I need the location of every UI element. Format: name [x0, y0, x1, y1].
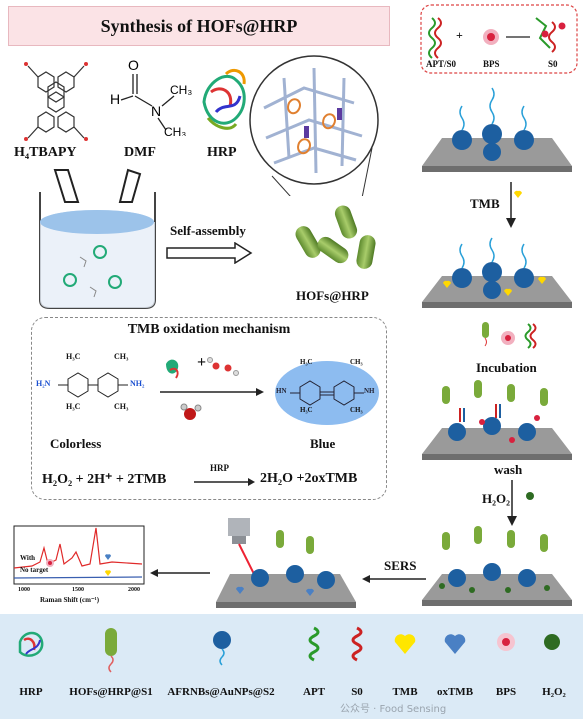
oxtmb-nh: NH — [364, 387, 375, 395]
wash-label: wash — [494, 462, 523, 477]
spectrum-no-target-label: No target — [20, 566, 49, 574]
dmf-structure: O H N CH₃ CH₃ — [110, 57, 192, 136]
bps-label: BPS — [483, 59, 500, 69]
legend-hofs-label: HOFs@HRP@S1 — [69, 686, 153, 698]
plate-step1 — [422, 87, 572, 172]
svg-text:CH₃: CH₃ — [170, 83, 192, 97]
dmf-label: DMF — [124, 145, 156, 160]
legend-s0-icon — [351, 626, 363, 662]
tmb-mechanism-panel: TMB oxidation mechanism H₃C CH₃ H₃C CH₃ … — [31, 317, 387, 500]
legend-h2o2-icon — [544, 634, 560, 650]
mechanism-plus: + — [197, 354, 207, 371]
equation-left: H₂O₂ + 2H⁺ + 2TMB — [42, 472, 167, 487]
legend-hrp-icon — [18, 631, 44, 657]
equation-arrow — [194, 478, 255, 486]
spectrum-tick-2000: 2000 — [128, 587, 140, 593]
incubation-arrow — [482, 322, 537, 349]
self-assembly-arrow — [166, 242, 253, 264]
equation-catalyst: HRP — [210, 463, 229, 473]
oxtmb-ch3-bottom: CH₃ — [350, 406, 363, 414]
legend-apt-label: APT — [303, 686, 325, 698]
svg-text:N: N — [151, 103, 161, 119]
legend-tmb-icon — [394, 634, 416, 654]
spectrum-with-label: With — [20, 554, 36, 562]
legend-apt-icon — [308, 626, 320, 662]
plate-step3 — [422, 380, 572, 460]
reaction-beaker — [39, 168, 156, 309]
tmb-step-arrow — [506, 182, 522, 228]
equation-right: 2H₂O +2oxTMB — [260, 471, 358, 486]
plate-step2 — [422, 237, 572, 308]
svg-text:CH₃: CH₃ — [164, 125, 186, 136]
tmb-h3c-bottom: H₃C — [66, 402, 81, 411]
self-assembly-label: Self-assembly — [170, 223, 246, 238]
tmb-h2n: H₂N — [36, 379, 51, 388]
legend-oxtmb-icon — [444, 634, 466, 654]
h2o2-step-arrow — [507, 480, 534, 526]
hofs-hrp-rods — [295, 205, 376, 269]
tmb-nh2: NH₂ — [130, 379, 145, 388]
raman-spectrum — [13, 525, 145, 585]
tmb-structure — [58, 372, 128, 398]
h4tbapy-structure — [24, 62, 88, 141]
aptamer-plus: + — [456, 28, 463, 42]
colorless-label: Colorless — [50, 436, 102, 451]
oxtmb-h3c-top: H₃C — [300, 358, 313, 366]
legend-hrp-label: HRP — [19, 686, 43, 698]
h2o2-step-label: H₂O₂ — [482, 491, 511, 506]
h4tbapy-label: H₄TBAPY — [14, 145, 77, 160]
hof-framework-zoom — [249, 55, 379, 196]
plate-step4 — [422, 526, 572, 606]
synthesis-title: Synthesis of HOFs@HRP — [8, 6, 390, 46]
oxtmb-h3c-bottom: H₃C — [300, 406, 313, 414]
tmb-ch3-bottom: CH₃ — [114, 402, 129, 411]
sers-plate — [216, 518, 356, 608]
oxtmb-ch3-top: CH₃ — [350, 358, 363, 366]
legend-bps-label: BPS — [495, 686, 517, 698]
tmb-ch3-top: CH₃ — [114, 352, 129, 361]
legend-panel: HRP HOFs@HRP@S1 AFRNBs@AuNPs@S2 APT S0 T… — [0, 614, 583, 719]
tmb-h3c-top: H₃C — [66, 352, 81, 361]
legend-tmb-label: TMB — [392, 686, 418, 698]
blue-label: Blue — [310, 436, 336, 451]
legend-oxtmb-label: oxTMB — [436, 686, 474, 698]
legend-hofs-icon — [105, 628, 117, 673]
spectrum-tick-1000: 1000 — [18, 587, 30, 593]
svg-text:O: O — [128, 57, 139, 73]
svg-text:H: H — [110, 91, 120, 107]
tmb-step-label: TMB — [470, 196, 500, 211]
legend-h2o2-label: H₂O₂ — [542, 686, 566, 698]
legend-afrnbs-label: AFRNBs@AuNPs@S2 — [167, 686, 275, 698]
sers-label: SERS — [384, 558, 417, 573]
incubation-label: Incubation — [476, 360, 537, 375]
oxtmb-structure — [275, 361, 379, 425]
apt-s0-label: APT/S0 — [426, 59, 457, 69]
legend-afrnbs-icon — [213, 631, 231, 666]
mechanism-title: TMB oxidation mechanism — [127, 322, 291, 337]
spectrum-xlabel: Raman Shift (cm⁻¹) — [40, 596, 100, 604]
watermark: 公众号 · Food Sensing — [340, 704, 447, 715]
spectrum-tick-1500: 1500 — [72, 587, 84, 593]
legend-s0-label: S0 — [351, 686, 363, 698]
hrp-label: HRP — [207, 145, 237, 160]
sers-arrow — [362, 575, 426, 583]
aptamer-panel — [420, 4, 578, 74]
product-label: HOFs@HRP — [296, 288, 369, 303]
oxidation-arrow — [160, 357, 264, 420]
legend-icons — [18, 626, 560, 673]
s0-label: S0 — [548, 59, 558, 69]
hrp-structure — [202, 68, 246, 130]
oxtmb-hn: HN — [276, 387, 287, 395]
sers-to-spectrum-arrow — [150, 569, 210, 577]
legend-bps-icon — [497, 633, 515, 651]
